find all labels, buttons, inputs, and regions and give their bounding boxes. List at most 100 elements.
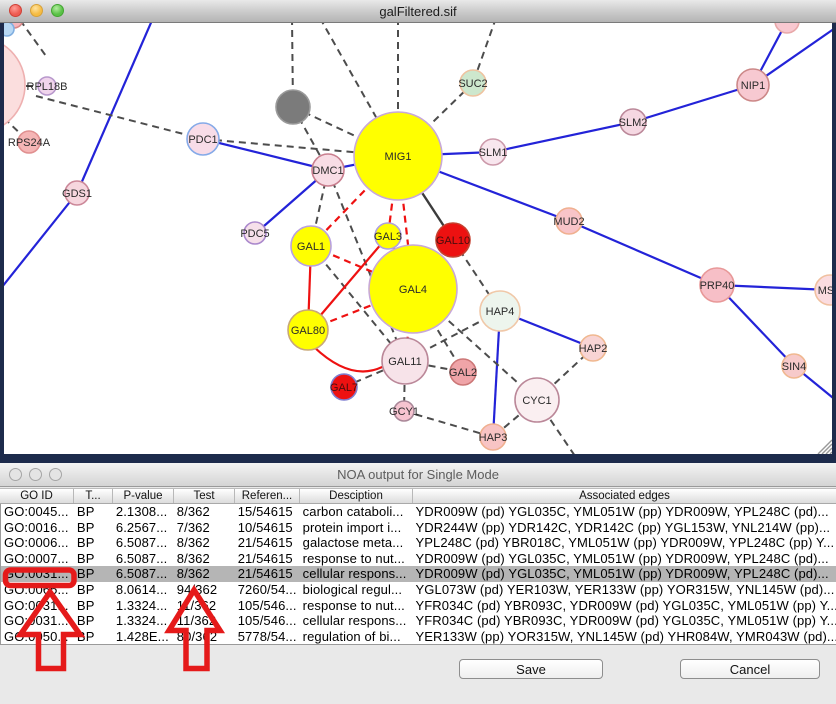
table-cell: BP xyxy=(76,519,95,535)
svg-text:SLM2: SLM2 xyxy=(619,117,648,129)
svg-text:GCY1: GCY1 xyxy=(389,406,419,418)
node-MIG1[interactable]: MIG1 xyxy=(353,111,443,201)
graph-window-traffic-lights xyxy=(9,4,64,17)
graph-edge xyxy=(403,410,494,438)
graph-window-titlebar[interactable]: galFiltered.sif xyxy=(0,0,836,23)
node-GCY1[interactable]: GCY1 xyxy=(389,400,419,422)
graph-edge xyxy=(568,219,718,287)
table-cell: 11/362 xyxy=(176,597,217,613)
table-cell: response to nut... xyxy=(302,550,405,566)
table-cell: protein import i... xyxy=(302,519,402,535)
cancel-button[interactable]: Cancel xyxy=(680,659,820,679)
node-SLM2[interactable]: SLM2 xyxy=(619,108,648,136)
minimize-button[interactable] xyxy=(30,4,43,17)
node-CYC1[interactable]: CYC1 xyxy=(514,377,560,423)
column-header[interactable]: T... xyxy=(73,489,112,503)
node-RPS24A[interactable]: RPS24A xyxy=(8,130,51,154)
resize-grip[interactable] xyxy=(817,439,832,454)
resize-grip[interactable] xyxy=(829,451,832,454)
svg-text:PDC1: PDC1 xyxy=(188,134,217,146)
node-RPL18B[interactable]: RPL18B xyxy=(27,76,68,96)
column-header[interactable]: GO ID xyxy=(20,490,53,502)
node-gray-node[interactable] xyxy=(275,89,311,125)
table-cell: YDR009W (pd) YGL035C, YML051W (pp) YDR00… xyxy=(415,566,829,582)
resize-grip[interactable] xyxy=(825,447,832,454)
graph-edge xyxy=(310,155,399,247)
node-GAL3[interactable]: GAL3 xyxy=(374,222,402,250)
svg-text:GAL7: GAL7 xyxy=(330,382,358,394)
node-SLM1[interactable]: SLM1 xyxy=(479,138,508,166)
column-header[interactable]: Desciption xyxy=(299,489,412,503)
node-GAL1[interactable]: GAL1 xyxy=(290,225,332,267)
table-cell: GO:0065... xyxy=(4,581,69,597)
node-MUD2[interactable]: MUD2 xyxy=(553,207,585,235)
table-cell: GO:0007... xyxy=(4,550,69,566)
node-GAL10[interactable]: GAL10 xyxy=(435,222,471,258)
node-GAL2[interactable]: GAL2 xyxy=(449,358,477,386)
table-cell: BP xyxy=(76,566,95,582)
table-cell: BP xyxy=(76,628,95,644)
graph-edge xyxy=(310,245,406,362)
node-SIN4[interactable]: SIN4 xyxy=(781,353,807,379)
node-PDC1[interactable]: PDC1 xyxy=(186,122,220,156)
table-cell: 105/546... xyxy=(237,597,297,613)
column-header[interactable]: Referen... xyxy=(234,489,299,503)
column-header[interactable]: P-value xyxy=(112,489,173,503)
column-header[interactable]: Associated edges xyxy=(412,489,836,503)
node-GAL11[interactable]: GAL11 xyxy=(381,337,429,385)
close-button-inactive[interactable] xyxy=(9,468,22,481)
save-button[interactable]: Save xyxy=(459,659,603,679)
node-HAP2[interactable]: HAP2 xyxy=(579,334,608,362)
table-cell: GO:0016... xyxy=(4,519,69,535)
node-GAL4[interactable]: GAL4 xyxy=(368,244,458,334)
node-top-right-pink[interactable] xyxy=(774,23,800,34)
node-GDS1[interactable]: GDS1 xyxy=(62,180,92,206)
table-cell: 21/54615 xyxy=(237,535,293,551)
node-PDC5[interactable]: PDC5 xyxy=(240,221,270,245)
noa-window-titlebar[interactable]: NOA output for Single Mode xyxy=(0,463,836,487)
table-cell: YPL248C (pd) YBR018C, YML051W (pp) YDR00… xyxy=(415,535,835,551)
node-PRP40[interactable]: PRP40 xyxy=(699,267,735,303)
table-cell: BP xyxy=(76,597,95,613)
table-cell: BP xyxy=(76,613,95,629)
table-cell: 2.1308... xyxy=(115,504,168,519)
table-cell: 15/54615 xyxy=(237,504,293,519)
minimize-button-inactive[interactable] xyxy=(29,468,42,481)
close-button[interactable] xyxy=(9,4,22,17)
table-cell: 6.5087... xyxy=(115,550,168,566)
table-cell: cellular respons... xyxy=(302,613,407,629)
node-SUC2[interactable]: SUC2 xyxy=(458,69,488,97)
node-HAP3[interactable]: HAP3 xyxy=(479,423,508,451)
resize-grip[interactable] xyxy=(821,443,832,454)
table-cell: YDR244W (pp) YDR142C, YDR142C (pp) YGL15… xyxy=(415,519,831,535)
svg-text:PRP40: PRP40 xyxy=(700,280,735,292)
node-DMC1[interactable]: DMC1 xyxy=(311,153,345,187)
node-big-pale[interactable] xyxy=(4,37,26,133)
zoom-button-inactive[interactable] xyxy=(49,468,62,481)
table-cell: BP xyxy=(76,535,95,551)
table-cell: YFR034C (pd) YBR093C, YDR009W (pd) YGL03… xyxy=(415,613,836,629)
svg-text:HAP4: HAP4 xyxy=(486,306,515,318)
node-corner-blue[interactable] xyxy=(4,23,15,37)
node-GAL7[interactable]: GAL7 xyxy=(330,373,358,401)
node-NIP1[interactable]: NIP1 xyxy=(736,68,770,102)
graph-edge xyxy=(492,120,634,154)
table-cell: galactose meta... xyxy=(302,535,404,551)
node-HAP4[interactable]: HAP4 xyxy=(479,290,521,332)
svg-text:RPL18B: RPL18B xyxy=(27,81,68,93)
column-header[interactable]: Test xyxy=(173,489,234,503)
node-MSN[interactable]: MSN xyxy=(814,274,832,306)
node-GAL80[interactable]: GAL80 xyxy=(287,309,329,351)
zoom-button[interactable] xyxy=(51,4,64,17)
